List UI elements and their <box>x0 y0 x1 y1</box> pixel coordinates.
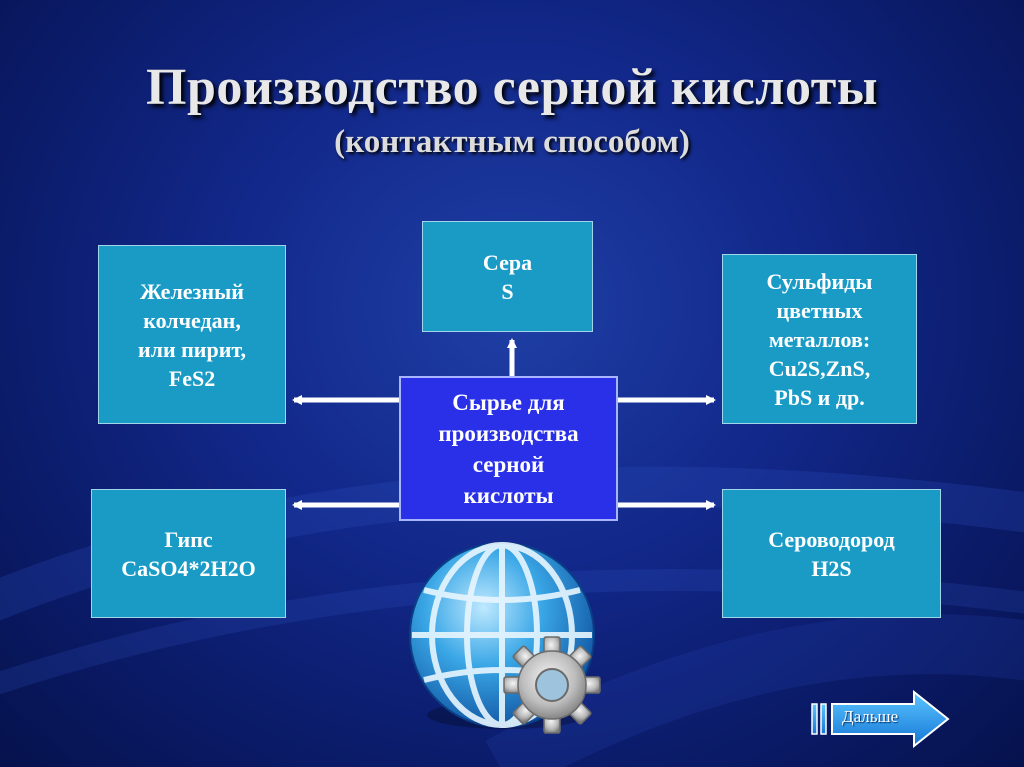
slide-title: Производство серной кислоты <box>146 59 878 116</box>
node-line: S <box>501 278 514 304</box>
node-line: CaSO4*2H2O <box>121 555 256 581</box>
node-line: серной <box>472 451 545 477</box>
node-line: или пирит, <box>137 336 247 362</box>
globe-gear-icon <box>409 542 601 734</box>
slide-subtitle: (контактным способом) <box>334 124 690 160</box>
node-line: H2S <box>811 555 852 581</box>
next-button-label[interactable]: Дальше <box>842 707 899 726</box>
node-line: Сульфиды <box>766 268 873 294</box>
node-line: Сера <box>482 249 533 275</box>
node-line: производства <box>438 420 579 446</box>
node-line: металлов: <box>768 326 871 352</box>
node-hydrogen-sulfide: Сероводород H2S <box>722 489 941 618</box>
node-line: PbS и др. <box>774 384 865 410</box>
node-raw-materials: Сырье для производства серной кислоты <box>399 376 618 521</box>
node-line: Cu2S,ZnS, <box>768 355 871 381</box>
node-line: Сырье для <box>452 389 565 415</box>
node-line: Сероводород <box>768 526 895 552</box>
node-line: FeS2 <box>168 365 216 391</box>
node-line: кислоты <box>463 482 554 508</box>
node-line: Железный <box>140 278 244 304</box>
node-line: колчедан, <box>143 307 241 333</box>
node-sulfur: Сера S <box>422 221 593 332</box>
node-sulfides: Сульфиды цветных металлов: Cu2S,ZnS, PbS… <box>722 254 917 424</box>
next-button[interactable] <box>810 690 950 748</box>
node-pyrite: Железный колчедан, или пирит, FeS2 <box>98 245 286 424</box>
node-gypsum: Гипс CaSO4*2H2O <box>91 489 286 618</box>
node-line: цветных <box>776 297 863 323</box>
node-line: Гипс <box>164 526 213 552</box>
